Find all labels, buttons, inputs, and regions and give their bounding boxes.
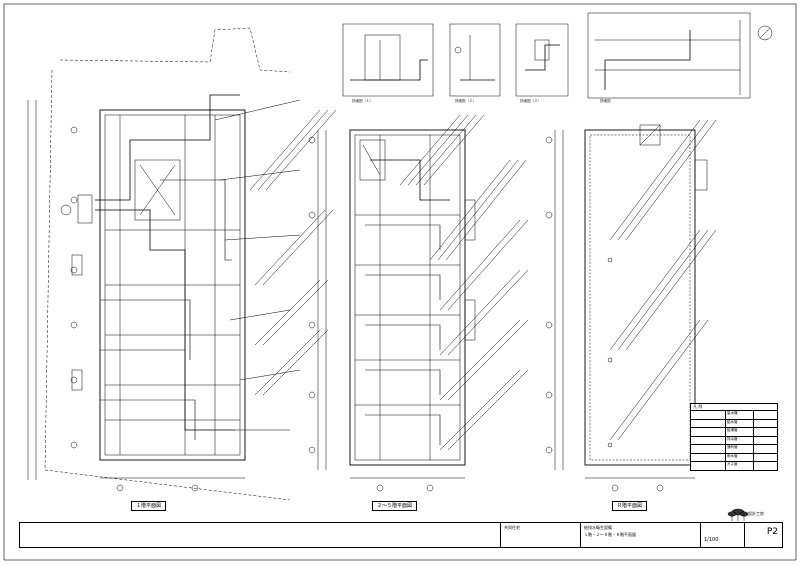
north-arrow-icon [757, 25, 773, 41]
roof-title: Ｒ階平面図 [612, 501, 648, 511]
floor2-5-plan [308, 114, 529, 492]
logo-icon [727, 508, 749, 521]
scale-value: 1/100 [704, 537, 719, 543]
detail-title-3: 詳細図（３） [520, 99, 541, 103]
drawing-subtitle: １階・２～５階・Ｒ階平面図 [584, 532, 636, 537]
logo-text: 設計工房 [748, 511, 764, 516]
legend-row: 雨水管 [691, 453, 777, 462]
legend-row: 給湯管 [691, 428, 777, 437]
detail-title-2: 詳細図（２） [455, 99, 476, 103]
legend-row: ガス管 [691, 462, 777, 470]
floor2-5-title: ２～５階平面図 [372, 501, 418, 511]
detail-title-1: 詳細図（１） [352, 99, 373, 103]
detail-title-4: 詳細図 [600, 99, 611, 103]
legend-table: 凡 例 量水器 給水管 給湯管 排水管 通気管 雨水管 ガス管 [690, 403, 778, 471]
legend-row: 給水管 [691, 419, 777, 428]
legend-header: 凡 例 [691, 404, 777, 411]
floor1-plan [27, 27, 337, 501]
floor1-title: １階平面図 [131, 501, 167, 511]
drawing-name: 給排水衛生設備 [584, 525, 612, 530]
roof-plan [545, 119, 717, 492]
legend-row: 通気管 [691, 445, 777, 454]
detail-boxes [342, 12, 751, 99]
title-block: 共同住宅 給排水衛生設備 １階・２～５階・Ｒ階平面図 1/100 P2 [19, 522, 783, 548]
project-name: 共同住宅 [504, 525, 520, 530]
legend-row: 排水管 [691, 436, 777, 445]
sheet-number: P2 [766, 527, 778, 537]
legend-row: 量水器 [691, 411, 777, 420]
